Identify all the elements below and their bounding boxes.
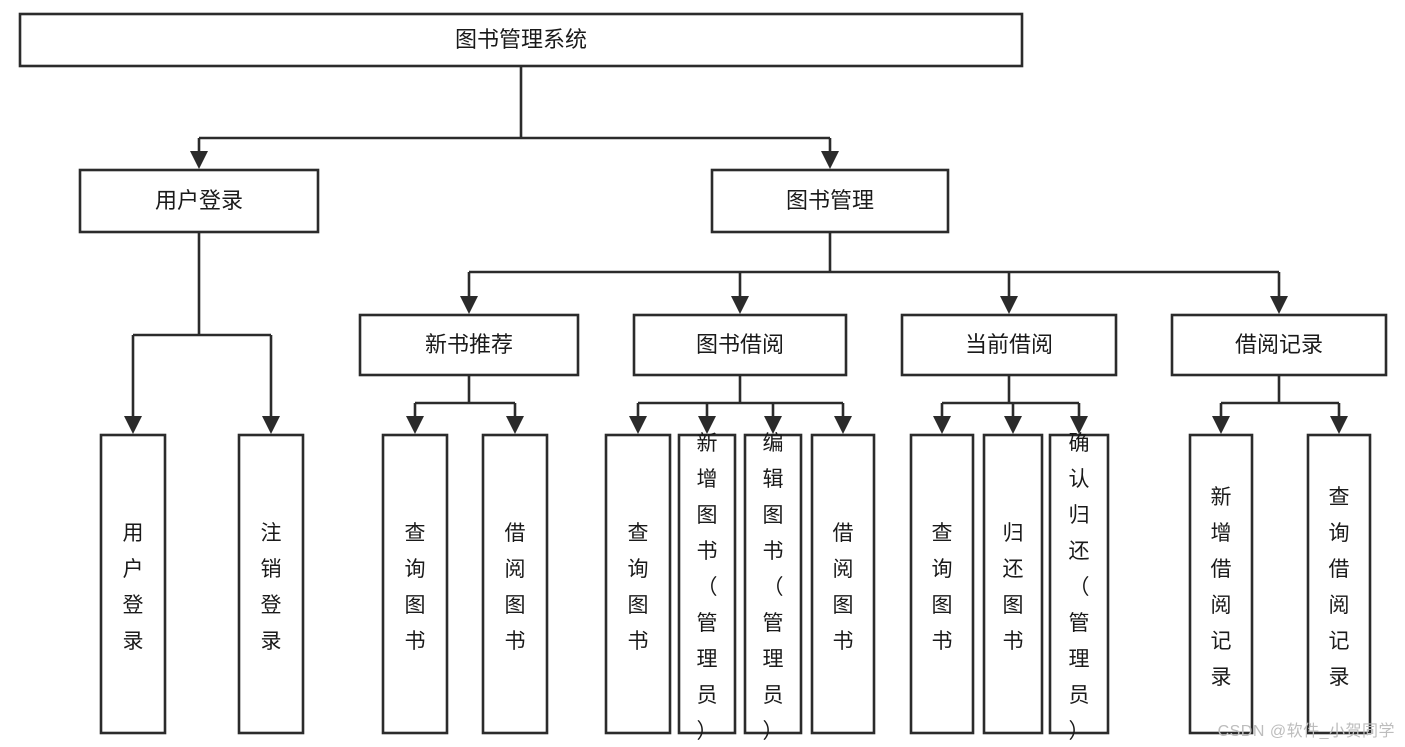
node-label: 新书推荐: [425, 332, 513, 357]
arrow-head-icon: [406, 416, 424, 434]
node-leaf-query-borrow-record[interactable]: 查询借阅记录: [1306, 433, 1372, 735]
node-label: 借阅图书: [833, 522, 854, 653]
arrow-head-icon: [764, 416, 782, 434]
node-leaf-borrow-book-2[interactable]: 借阅图书: [810, 433, 876, 735]
arrow-head-icon: [1070, 416, 1088, 434]
node-box: [78, 168, 320, 234]
arrow-head-icon: [1330, 416, 1348, 434]
node-box: [632, 313, 848, 377]
arrow-head-icon: [821, 151, 839, 169]
node-label: 用户登录: [155, 188, 243, 213]
node-root[interactable]: 图书管理系统: [18, 12, 1024, 68]
watermark-text: CSDN @软件_小贺同学: [1217, 723, 1395, 740]
node-leaf-logout-login[interactable]: 注销登录: [237, 433, 305, 735]
node-box: [710, 168, 950, 234]
arrow-head-icon: [1270, 296, 1288, 314]
node-label: 确认归还（管理员）: [1069, 432, 1090, 743]
node-leaf-confirm-return-admin[interactable]: 确认归还（管理员）: [1048, 432, 1110, 743]
node-leaf-add-borrow-record[interactable]: 新增借阅记录: [1188, 433, 1254, 735]
arrow-head-icon: [933, 416, 951, 434]
node-leaf-edit-book-admin[interactable]: 编辑图书（管理员）: [743, 432, 803, 743]
node-label: 图书管理系统: [455, 27, 587, 52]
node-new-book-recommend[interactable]: 新书推荐: [358, 313, 580, 377]
arrow-head-icon: [629, 416, 647, 434]
node-label: 图书借阅: [696, 332, 784, 357]
arrow-head-icon: [1212, 416, 1230, 434]
node-box: [982, 433, 1044, 735]
node-leaf-user-login[interactable]: 用户登录: [99, 433, 167, 735]
node-box: [604, 433, 672, 735]
connector-layer: [124, 66, 1348, 434]
node-leaf-query-book-2[interactable]: 查询图书: [604, 433, 672, 735]
node-user-login[interactable]: 用户登录: [78, 168, 320, 234]
node-label: 查询图书: [405, 522, 426, 653]
node-borrow-record[interactable]: 借阅记录: [1170, 313, 1388, 377]
node-leaf-borrow-book-1[interactable]: 借阅图书: [481, 433, 549, 735]
node-current-borrow[interactable]: 当前借阅: [900, 313, 1118, 377]
node-label: 编辑图书（管理员）: [763, 432, 784, 743]
node-label: 归还图书: [1003, 522, 1024, 653]
node-layer: 图书管理系统用户登录图书管理新书推荐图书借阅当前借阅借阅记录用户登录注销登录查询…: [18, 12, 1388, 743]
arrow-head-icon: [731, 296, 749, 314]
node-box: [381, 433, 449, 735]
node-box: [1170, 313, 1388, 377]
node-box: [99, 433, 167, 735]
node-label: 查询图书: [932, 522, 953, 653]
node-box: [1306, 433, 1372, 735]
arrow-head-icon: [1000, 296, 1018, 314]
node-box: [677, 433, 737, 735]
node-box: [909, 433, 975, 735]
node-box: [1188, 433, 1254, 735]
node-label: 查询图书: [628, 522, 649, 653]
node-label: 当前借阅: [965, 332, 1053, 357]
node-label: 图书管理: [786, 188, 874, 213]
arrow-head-icon: [834, 416, 852, 434]
node-leaf-query-book-1[interactable]: 查询图书: [381, 433, 449, 735]
node-leaf-add-book-admin[interactable]: 新增图书（管理员）: [677, 432, 737, 743]
node-box: [358, 313, 580, 377]
arrow-head-icon: [1004, 416, 1022, 434]
node-box: [1048, 433, 1110, 735]
node-box: [18, 12, 1024, 68]
node-label: 新增图书（管理员）: [697, 432, 718, 743]
arrow-head-icon: [124, 416, 142, 434]
node-label: 用户登录: [123, 522, 144, 653]
arrow-head-icon: [460, 296, 478, 314]
node-label: 借阅记录: [1235, 332, 1323, 357]
arrow-head-icon: [190, 151, 208, 169]
node-leaf-return-book[interactable]: 归还图书: [982, 433, 1044, 735]
node-label: 注销登录: [261, 522, 282, 653]
node-leaf-query-book-3[interactable]: 查询图书: [909, 433, 975, 735]
node-box: [900, 313, 1118, 377]
node-label: 新增借阅记录: [1211, 486, 1232, 689]
arrow-head-icon: [506, 416, 524, 434]
node-book-borrow[interactable]: 图书借阅: [632, 313, 848, 377]
node-label: 借阅图书: [505, 522, 526, 653]
arrow-head-icon: [698, 416, 716, 434]
node-box: [743, 433, 803, 735]
node-label: 查询借阅记录: [1329, 486, 1350, 689]
node-box: [237, 433, 305, 735]
node-box: [481, 433, 549, 735]
node-box: [810, 433, 876, 735]
node-book-manage[interactable]: 图书管理: [710, 168, 950, 234]
arrow-head-icon: [262, 416, 280, 434]
